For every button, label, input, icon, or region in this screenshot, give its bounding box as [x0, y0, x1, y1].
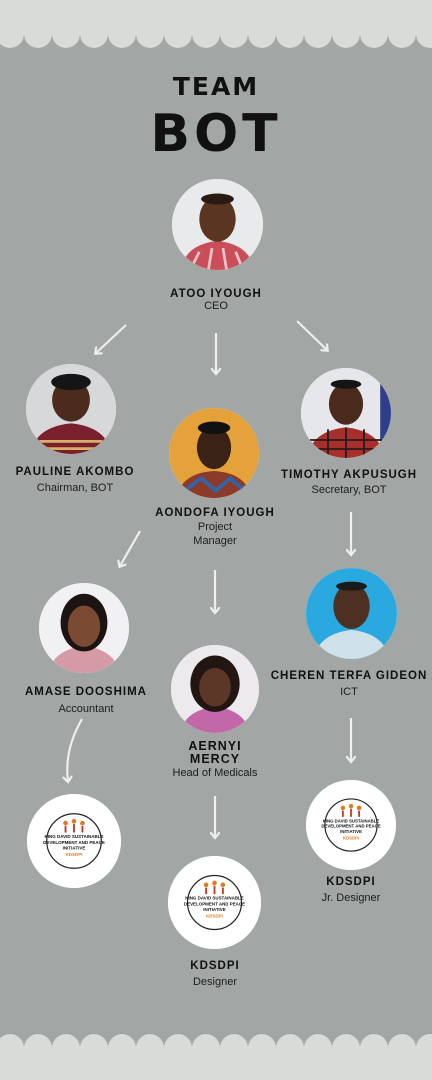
logo-jr-line1: KING DAVID SUSTAINABLE	[323, 818, 380, 823]
logo-left-line2: DEVELOPMENT AND PEACE	[43, 840, 105, 845]
logo-designer-badge: KDSDPI	[206, 913, 223, 918]
title-bot: BOT	[150, 104, 282, 164]
avatar-accountant	[39, 583, 129, 673]
logo-jr-badge: KDSDPI	[343, 835, 359, 840]
medical-name-line2: MERCY	[189, 752, 241, 766]
accountant-role: Accountant	[58, 703, 114, 715]
logo-jr-line3: INITIATIVE	[340, 829, 362, 834]
avatar-head-of-medicals	[171, 645, 259, 733]
kdsdpi-logo-jr-designer: KING DAVID SUSTAINABLE DEVELOPMENT AND P…	[306, 780, 396, 870]
avatar-ceo	[172, 179, 263, 270]
top-scallop-border	[0, 0, 432, 48]
chairman-role: Chairman, BOT	[36, 482, 114, 494]
pm-role-line2: Manager	[193, 535, 237, 547]
jr-designer-role: Jr. Designer	[321, 892, 381, 904]
designer-role: Designer	[192, 976, 238, 988]
designer-name: KDSDPI	[190, 960, 240, 972]
avatar-secretary	[301, 368, 391, 458]
accountant-name: AMASE DOOSHIMA	[25, 686, 147, 698]
avatar-chairman	[26, 364, 116, 454]
avatar-project-manager	[169, 408, 259, 498]
logo-left-line3: INITIATIVE	[63, 845, 86, 850]
ceo-role: CEO	[204, 300, 228, 312]
title-team: TEAM	[172, 72, 260, 101]
logo-designer-line1: KING DAVID SUSTAINABLE	[185, 896, 243, 901]
arrow-accountant-logo	[67, 718, 83, 781]
chairman-name: PAULINE AKOMBO	[15, 466, 135, 478]
logo-designer-line3: INITIATIVE	[203, 907, 225, 912]
ict-role: ICT	[340, 686, 358, 698]
arrow-ceo-secretary	[296, 320, 327, 350]
secretary-name: TIMOTHY AKPUSUGH	[280, 469, 418, 481]
medical-role: Head of Medicals	[172, 767, 258, 779]
pm-name: AONDOFA IYOUGH	[155, 507, 275, 519]
logo-left-badge: KDSDPI	[65, 852, 82, 857]
kdsdpi-logo-designer: KING DAVID SUSTAINABLE DEVELOPMENT AND P…	[168, 856, 261, 949]
ict-name: CHEREN TERFA GIDEON	[270, 670, 428, 682]
ceo-name: ATOO IYOUGH	[170, 288, 262, 300]
pm-role-line1: Project	[197, 521, 233, 533]
arrow-ceo-chairman	[96, 324, 127, 353]
secretary-role: Secretary, BOT	[311, 484, 387, 496]
avatar-ict	[306, 568, 397, 659]
logo-jr-line2: DEVELOPMENT AND PEACE	[321, 824, 380, 829]
logo-designer-line2: DEVELOPMENT AND PEACE	[184, 901, 245, 906]
jr-designer-name: KDSDPI	[326, 876, 376, 888]
kdsdpi-logo-left: KING DAVID SUSTAINABLE DEVELOPMENT AND P…	[27, 794, 121, 888]
bottom-scallop-border	[0, 1034, 432, 1080]
logo-left-line1: KING DAVID SUSTAINABLE	[44, 834, 103, 839]
medical-name-line1: AERNYI	[188, 739, 242, 753]
